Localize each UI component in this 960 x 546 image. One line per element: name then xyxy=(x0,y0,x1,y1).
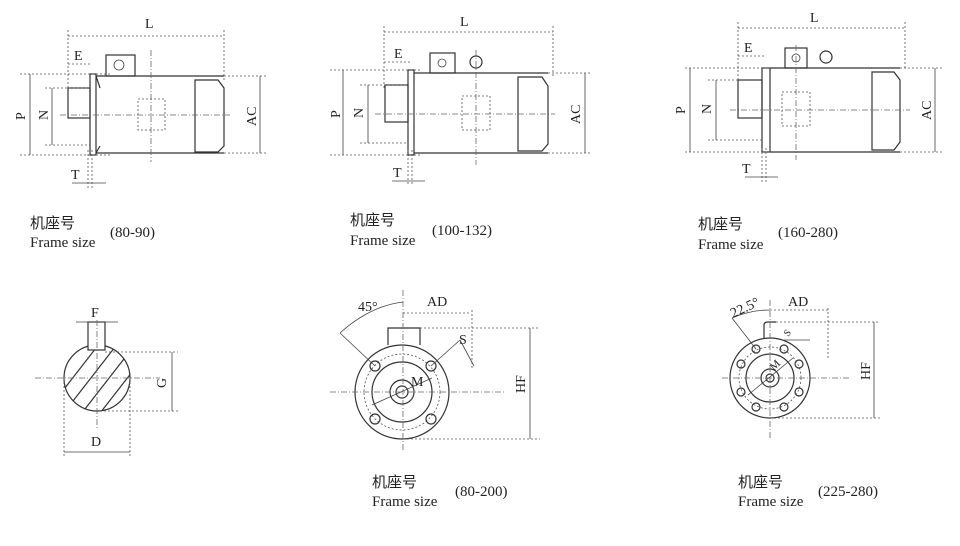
dim-label-P: P xyxy=(329,110,344,118)
flange-view-225-280: 22.5° AD S M HF 机座号 Frame size (225-280) xyxy=(722,295,880,510)
dim-label-N: N xyxy=(37,110,52,120)
dim-label-E: E xyxy=(394,47,403,62)
dim-label-L: L xyxy=(810,11,819,26)
side-view-160-280: L E P N AC T 机座号 Frame size (160-280) xyxy=(674,11,942,253)
side-view-80-90: L E P N AC T 机座号 Frame size (80-90) xyxy=(14,17,266,251)
dim-label-AD: AD xyxy=(427,295,447,310)
dim-label-T: T xyxy=(393,166,402,181)
dim-label-M: M xyxy=(411,375,424,390)
shaft-section: F G D xyxy=(35,306,178,458)
dim-label-L: L xyxy=(460,15,469,30)
dim-label-AD: AD xyxy=(788,295,808,310)
dim-label-T: T xyxy=(71,168,80,183)
dim-label-S: S xyxy=(459,333,467,348)
caption-en: Frame size xyxy=(698,237,764,253)
dim-label-T: T xyxy=(742,162,751,177)
dim-label-AC: AC xyxy=(569,105,584,124)
caption-en: Frame size xyxy=(738,494,804,510)
side-view-100-132: L E P N AC T 机座号 Frame size (100-132) xyxy=(329,15,592,249)
frame-range: (80-200) xyxy=(455,484,508,500)
dim-label-AC: AC xyxy=(245,107,260,126)
dim-label-P: P xyxy=(14,112,29,120)
dim-label-S: S xyxy=(782,328,794,339)
dim-label-AC: AC xyxy=(920,101,935,120)
dim-label-P: P xyxy=(674,106,689,114)
angle-label: 45° xyxy=(358,300,378,315)
dim-label-E: E xyxy=(74,49,83,64)
caption-en: Frame size xyxy=(372,494,438,510)
dim-label-D: D xyxy=(91,435,101,450)
dim-label-HF: HF xyxy=(859,362,874,380)
dim-label-N: N xyxy=(700,104,715,114)
dim-label-HF: HF xyxy=(514,375,529,393)
caption-cn: 机座号 xyxy=(698,216,743,233)
caption-en: Frame size xyxy=(30,235,96,251)
caption-cn: 机座号 xyxy=(738,474,783,491)
caption-en: Frame size xyxy=(350,233,416,249)
dim-label-F: F xyxy=(91,306,99,321)
frame-range: (80-90) xyxy=(110,225,155,241)
dim-label-G: G xyxy=(155,378,170,388)
frame-range: (100-132) xyxy=(432,223,492,239)
dim-label-E: E xyxy=(744,41,753,56)
flange-view-80-200: 45° AD S M HF 机座号 Frame size (80-200) xyxy=(330,290,540,510)
frame-range: (225-280) xyxy=(818,484,878,500)
caption-cn: 机座号 xyxy=(350,212,395,229)
dim-label-L: L xyxy=(145,17,154,32)
caption-cn: 机座号 xyxy=(30,215,75,232)
caption-cn: 机座号 xyxy=(372,474,417,491)
frame-range: (160-280) xyxy=(778,225,838,241)
angle-label: 22.5° xyxy=(728,295,762,321)
dim-label-N: N xyxy=(352,108,367,118)
